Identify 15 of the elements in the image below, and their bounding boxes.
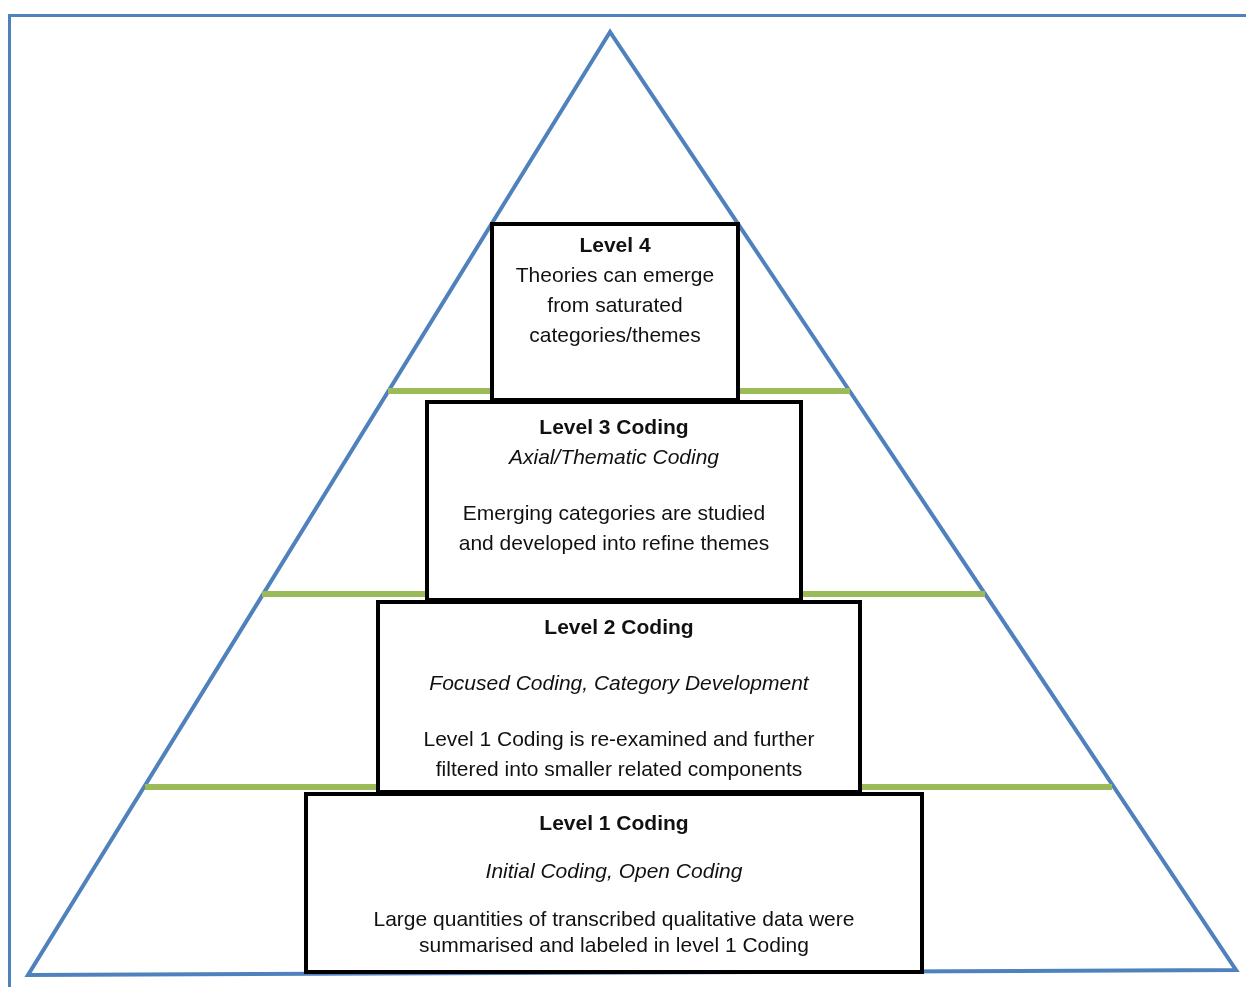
level-box (304, 792, 924, 974)
level-heading: Level 4 (579, 232, 651, 258)
level-box (490, 222, 740, 402)
coding-type: Initial Coding, Open Coding (485, 858, 743, 884)
level-heading: Level 3 Coding (539, 414, 689, 440)
level-heading: Level 2 Coding (544, 614, 694, 640)
level-description: Emerging categories are studied and developed into refine themes (457, 500, 771, 556)
coding-type: Axial/Thematic Coding (508, 444, 720, 470)
level-description: Level 1 Coding is re-examined and further filtered into smaller related components (422, 726, 816, 782)
level-description: Theories can emerge from saturated categories/themes (514, 262, 716, 348)
level-description: Large quantities of transcribed qualitative data were summarised and labeled in level 1 Coding (372, 906, 856, 958)
level-box (376, 600, 862, 794)
level-heading: Level 1 Coding (539, 810, 689, 836)
level-box (425, 400, 803, 602)
coding-type: Focused Coding, Category Development (429, 670, 809, 696)
